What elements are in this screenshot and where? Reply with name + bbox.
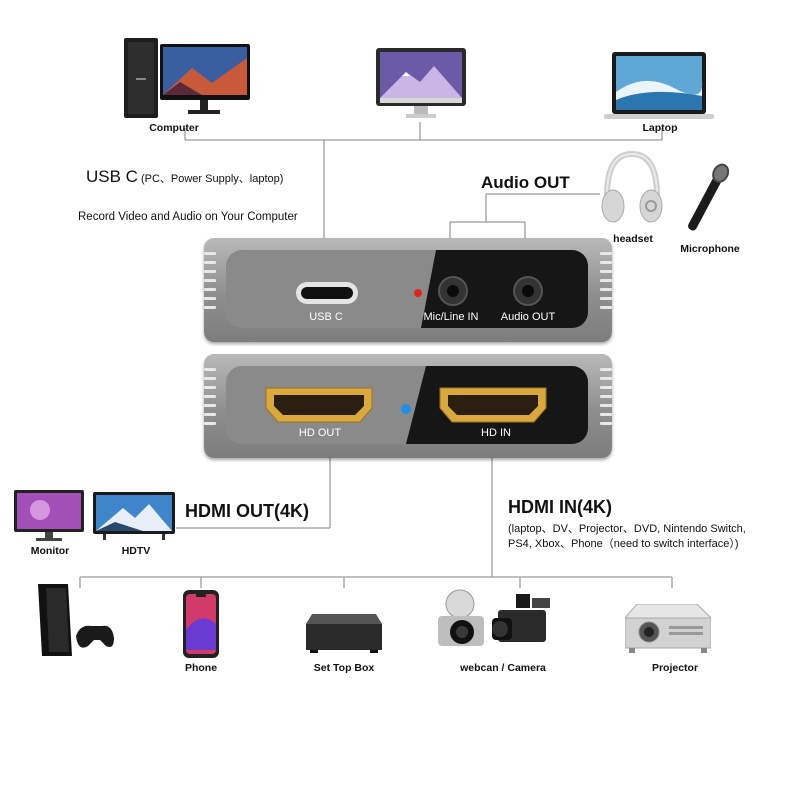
blue-led	[401, 404, 411, 414]
hdmi-in-title: HDMI IN(4K)	[508, 497, 612, 517]
audio-port-label: Audio OUT	[500, 311, 556, 323]
projector-label: Projector	[651, 662, 699, 674]
mic-port-label: Mic/Line IN	[423, 311, 479, 323]
hdmi-out-port	[265, 387, 373, 423]
computer-icon	[122, 38, 252, 120]
usb-note: (PC、Power Supply、laptop)	[140, 173, 284, 185]
usb-title: USB C(PC、Power Supply、laptop)	[86, 167, 283, 187]
hdtv-label: HDTV	[121, 545, 151, 557]
laptop-icon	[604, 52, 714, 122]
computer-label: Computer	[149, 122, 199, 134]
usb-title-text: USB C	[86, 167, 138, 186]
camera-label: webcan / Camera	[460, 662, 546, 674]
hdtv-icon	[93, 492, 175, 542]
red-led	[414, 289, 422, 297]
hdmi-in-note-2: PS4, Xbox、Phone（need to switch interface…	[508, 538, 739, 550]
set-top-box-icon	[306, 614, 382, 654]
mic-jack	[438, 276, 468, 306]
monitor-label: Monitor	[30, 545, 70, 557]
hdmi-out-title: HDMI OUT(4K)	[185, 501, 309, 521]
hd-out-label: HD OUT	[298, 427, 342, 439]
usb-port-label: USB C	[309, 311, 343, 323]
usb-c-port	[296, 282, 358, 304]
top-port-panel: USB C Mic/Line IN Audio OUT	[226, 250, 588, 328]
microphone-icon	[682, 156, 734, 236]
webcam-camera-icon	[432, 588, 558, 658]
laptop-label: Laptop	[642, 122, 678, 134]
monitor-icon	[376, 48, 466, 120]
headset-icon	[599, 148, 665, 230]
hdmi-in-note-1: (laptop、DV、Projector、DVD, Nintendo Switc…	[508, 523, 746, 535]
monitor-out-icon	[14, 490, 84, 542]
hdmi-in-port	[439, 387, 547, 423]
audio-out-title: Audio OUT	[481, 173, 570, 192]
game-console-icon	[36, 584, 116, 658]
usb-description: Record Video and Audio on Your Computer	[78, 211, 298, 223]
hd-in-label: HD IN	[481, 427, 511, 439]
set-top-box-label: Set Top Box	[313, 662, 375, 674]
phone-label: Phone	[184, 662, 218, 674]
capture-device-bottom: HD OUT HD IN	[204, 354, 612, 458]
projector-icon	[623, 603, 713, 656]
phone-icon	[183, 590, 219, 658]
capture-device-top: USB C Mic/Line IN Audio OUT	[204, 238, 612, 342]
microphone-label: Microphone	[680, 243, 740, 255]
bottom-port-panel: HD OUT HD IN	[226, 366, 588, 444]
audio-jack	[513, 276, 543, 306]
headset-label: headset	[613, 233, 653, 245]
